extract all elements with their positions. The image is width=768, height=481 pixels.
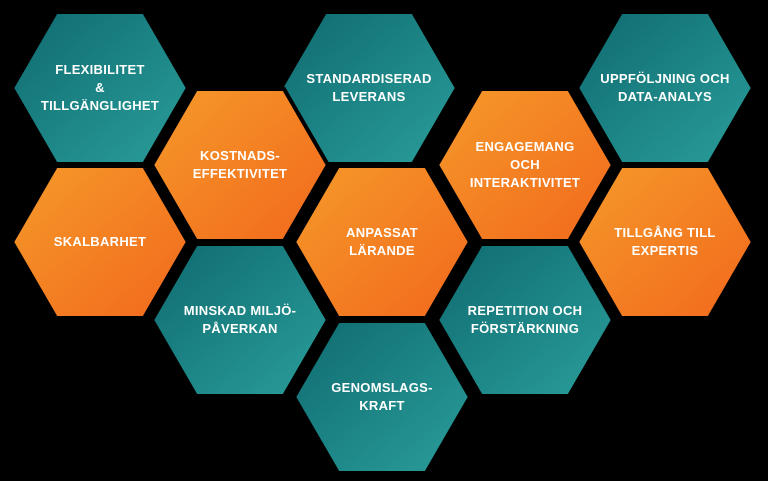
hexagon-skalbarhet	[9, 164, 191, 320]
hexagon-kostnads	[149, 87, 331, 243]
hexagon-genomslag	[291, 319, 473, 475]
hexagon-repetition	[434, 242, 616, 398]
hexagon-uppfoljning	[574, 10, 756, 166]
hexagon-shapes	[9, 10, 756, 475]
hexagon-miljo	[149, 242, 331, 398]
hexagon-flexibilitet	[9, 10, 191, 166]
hexagon-expertis	[574, 164, 756, 320]
hexagon-engagemang	[434, 87, 616, 243]
hexagon-anpassat	[291, 164, 473, 320]
